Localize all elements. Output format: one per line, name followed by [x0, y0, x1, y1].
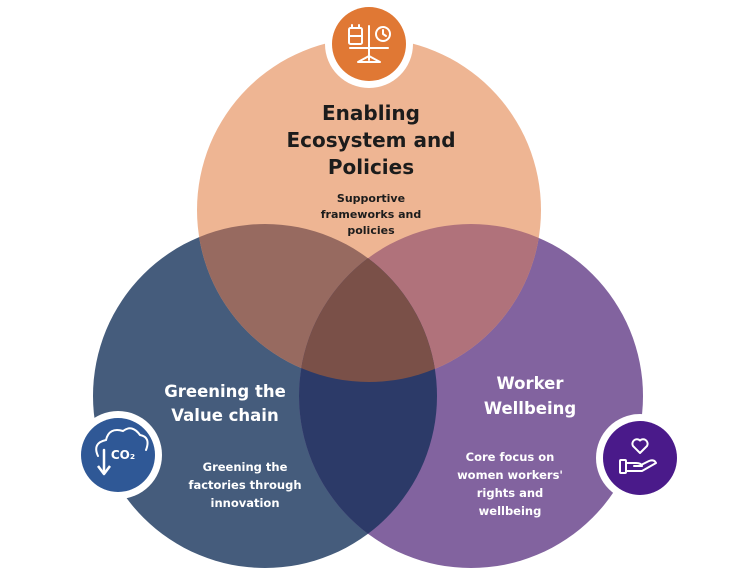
- subtitle-line: innovation: [210, 496, 280, 510]
- subtitle-line: policies: [347, 224, 395, 237]
- title-line: Ecosystem and: [286, 128, 456, 152]
- cloud-co2-icon: [74, 411, 162, 499]
- title-line: Wellbeing: [483, 399, 577, 418]
- worker-wellbeing-subtitle: Core focus on women workers' rights and …: [420, 448, 600, 520]
- overlap-center: [299, 224, 437, 382]
- title-line: Worker: [496, 374, 564, 393]
- subtitle-line: Supportive: [336, 192, 406, 205]
- subtitle-line: wellbeing: [478, 504, 542, 518]
- title-line: Enabling: [322, 101, 420, 125]
- subtitle-line: frameworks and: [320, 208, 422, 221]
- greening-value-chain-subtitle: Greening the factories through innovatio…: [150, 458, 340, 512]
- enabling-ecosystem-subtitle: Supportive frameworks and policies: [256, 191, 486, 239]
- subtitle-line: Core focus on: [465, 450, 555, 464]
- worker-wellbeing-title: Worker Wellbeing: [440, 371, 620, 421]
- enabling-ecosystem-title: Enabling Ecosystem and Policies: [236, 100, 506, 181]
- greening-value-chain-title: Greening the Value chain: [130, 380, 320, 428]
- subtitle-line: factories through: [188, 478, 302, 492]
- title-line: Policies: [327, 155, 415, 179]
- title-line: Greening the: [164, 382, 286, 401]
- hand-heart-icon: [596, 414, 684, 502]
- scale-balance-icon: [325, 0, 413, 88]
- co2-label: CO₂: [110, 448, 136, 462]
- title-line: Value chain: [171, 406, 279, 425]
- subtitle-line: women workers': [457, 468, 563, 482]
- subtitle-line: rights and: [476, 486, 544, 500]
- subtitle-line: Greening the: [202, 460, 288, 474]
